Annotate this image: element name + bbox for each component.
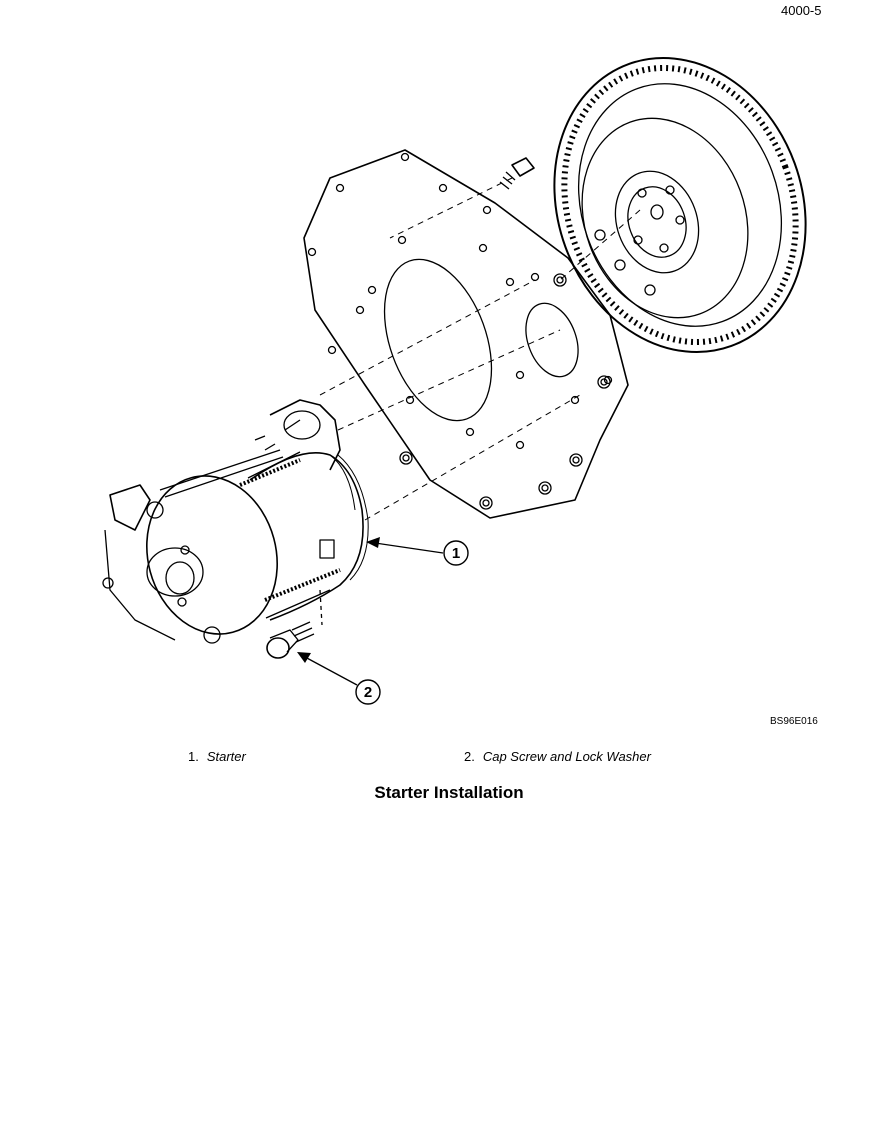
legend-item-cap-screw: 2. Cap Screw and Lock Washer — [464, 749, 651, 764]
callout-2-circle — [355, 679, 381, 705]
legend-item-starter: 1. Starter — [188, 749, 246, 764]
alignment-lines — [319, 177, 641, 521]
figure-caption: Starter Installation — [374, 783, 524, 802]
plate-bolt — [499, 157, 535, 190]
callout-1-circle — [443, 540, 469, 566]
starter-installation-diagram: 1 2 — [102, 56, 807, 705]
legend-label: Starter — [206, 749, 246, 764]
legend-number: 1. — [188, 749, 199, 764]
flywheel — [553, 56, 807, 354]
page-number: 4000-5 — [781, 3, 822, 18]
engine-plate — [303, 149, 629, 519]
legend-label: Cap Screw and Lock Washer — [482, 749, 651, 764]
callout-1-label: 1 — [452, 545, 460, 562]
cap-screw-and-lock-washer — [266, 589, 323, 659]
starter-motor — [102, 399, 369, 644]
figure-id: BS96E016 — [770, 716, 818, 727]
legend-number: 2. — [464, 749, 475, 764]
callout-2-label: 2 — [364, 684, 372, 701]
